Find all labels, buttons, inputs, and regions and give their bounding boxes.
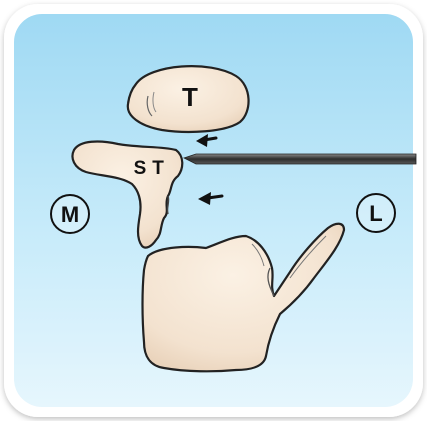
lateral-label: L [369, 201, 382, 226]
sustentaculum-label-s: S [134, 158, 147, 179]
sustentaculum-label-t: T [152, 158, 164, 179]
talus-label: T [182, 82, 198, 112]
medial-label: M [61, 202, 79, 227]
fixation-pin [184, 154, 416, 164]
